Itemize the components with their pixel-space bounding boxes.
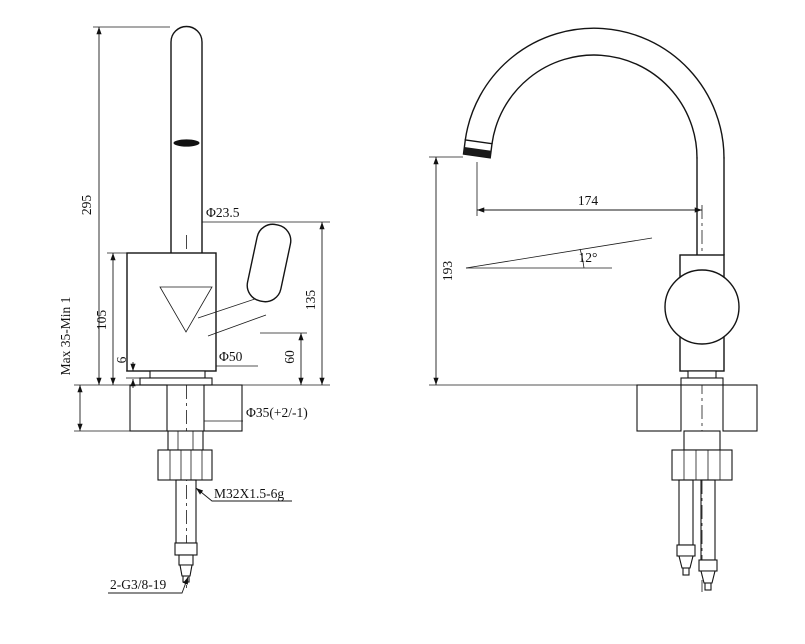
left-dimension-lines xyxy=(77,26,325,594)
dim-hose-spec: 2-G3/8-19 xyxy=(110,577,166,592)
hose-fitting-left xyxy=(676,544,696,557)
hose-fitting-right xyxy=(698,559,718,572)
dim-thread-spec: M32X1.5-6g xyxy=(214,486,284,501)
supply-hose-right xyxy=(700,479,716,561)
dim-193: 193 xyxy=(440,261,455,282)
threaded-rod xyxy=(175,479,197,544)
dim-angle-12: 12° xyxy=(579,250,598,265)
cartridge xyxy=(159,286,213,333)
right-view: 193 174 12° xyxy=(429,27,758,592)
dim-295: 295 xyxy=(79,195,94,216)
dim-60: 60 xyxy=(282,350,297,364)
right-countertop-left xyxy=(636,384,682,432)
right-dimension-lines xyxy=(433,157,702,385)
right-base-step xyxy=(687,370,717,379)
aerator-tip xyxy=(463,147,492,158)
supply-hose-left xyxy=(678,479,694,546)
base-flange xyxy=(139,377,213,386)
right-base-flange xyxy=(680,377,724,386)
dim-174: 174 xyxy=(578,193,599,208)
gooseneck-outer xyxy=(464,27,725,159)
gooseneck-inner xyxy=(491,54,698,159)
right-shank xyxy=(683,430,721,451)
right-countertop-right xyxy=(722,384,758,432)
handle-lever xyxy=(246,223,292,303)
left-view: 295 105 6 Max 35-Min 1 135 60 Φ23.5 Φ50 … xyxy=(58,25,330,594)
spout-tube xyxy=(170,25,203,254)
dim-body-diameter: Φ50 xyxy=(219,349,243,364)
handle-ball-joint xyxy=(664,269,740,345)
faucet-body xyxy=(126,252,217,372)
hose-fitting xyxy=(179,564,193,577)
dim-hole-diameter: Φ35(+2/-1) xyxy=(246,405,308,420)
aerator-outlet xyxy=(173,139,200,147)
countertop-left xyxy=(129,384,168,432)
right-mounting-nut xyxy=(671,449,733,481)
dim-135: 135 xyxy=(303,290,318,311)
hose-coupling xyxy=(174,542,198,556)
countertop-right xyxy=(203,384,243,432)
handle-stem xyxy=(197,298,267,337)
dim-105: 105 xyxy=(94,310,109,331)
shank xyxy=(167,430,204,451)
dim-deck-range: Max 35-Min 1 xyxy=(58,297,73,376)
dim-6: 6 xyxy=(114,356,129,363)
dim-spout-diameter: Φ23.5 xyxy=(206,205,240,220)
mounting-nut xyxy=(157,449,213,481)
base-step xyxy=(149,370,206,379)
left-extension-lines xyxy=(74,26,330,432)
